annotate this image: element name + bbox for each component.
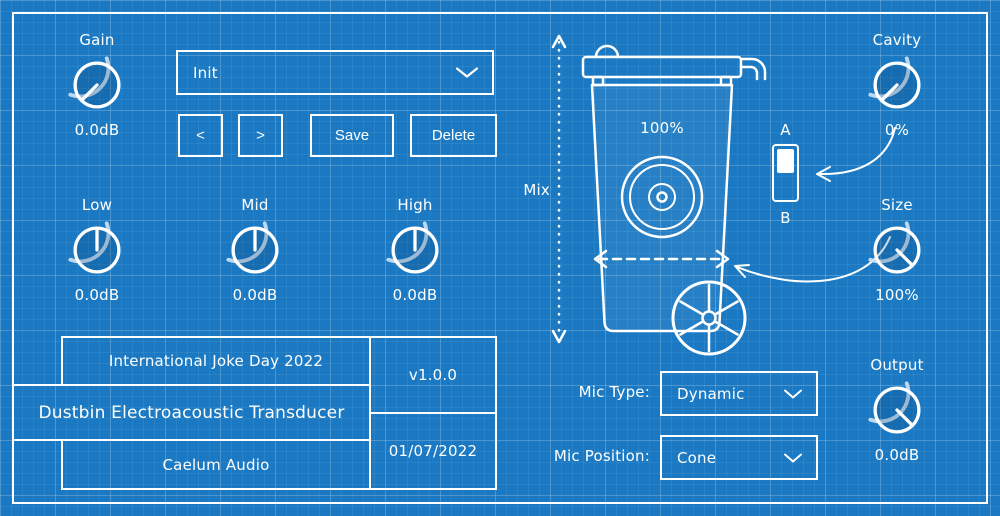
output-dial[interactable]: [862, 375, 932, 445]
cavity-value: 0%: [884, 121, 910, 139]
size-value: 100%: [875, 286, 919, 304]
mic-position-label: Mic Position:: [553, 447, 650, 465]
high-value: 0.0dB: [392, 286, 438, 304]
mid-value: 0.0dB: [232, 286, 278, 304]
preset-delete-button[interactable]: Delete: [410, 114, 497, 157]
output-value: 0.0dB: [874, 446, 920, 464]
preset-selector[interactable]: Init: [176, 50, 494, 95]
output-knob: Output 0.0dB: [842, 356, 952, 464]
chevron-down-icon: [784, 389, 802, 398]
preset-save-button[interactable]: Save: [310, 114, 394, 157]
info-company-cell: Caelum Audio: [61, 439, 371, 490]
low-value: 0.0dB: [74, 286, 120, 304]
mid-dial[interactable]: [220, 215, 290, 285]
mix-value: 100%: [640, 119, 684, 137]
mic-position-value: Cone: [677, 448, 717, 467]
preset-name: Init: [193, 63, 218, 82]
size-knob: Size 100%: [842, 196, 952, 304]
output-label: Output: [870, 356, 924, 374]
cavity-dial[interactable]: [862, 50, 932, 120]
bin-drawing: [581, 44, 767, 333]
preset-next-button[interactable]: >: [238, 114, 283, 157]
info-product-cell: Dustbin Electroacoustic Transducer: [12, 384, 371, 441]
mid-knob: Mid 0.0dB: [200, 196, 310, 304]
high-knob: High 0.0dB: [360, 196, 470, 304]
low-knob: Low 0.0dB: [42, 196, 152, 304]
width-arrow: [593, 249, 730, 269]
cavity-knob: Cavity 0%: [842, 31, 952, 139]
low-dial[interactable]: [62, 215, 132, 285]
chevron-down-icon: [455, 66, 479, 78]
high-label: High: [397, 196, 433, 214]
info-version-cell: v1.0.0: [369, 336, 497, 414]
cavity-label: Cavity: [872, 31, 922, 49]
info-event-cell: International Joke Day 2022: [61, 336, 371, 386]
wheel-icon: [671, 280, 747, 356]
chevron-down-icon: [784, 453, 802, 462]
mid-label: Mid: [241, 196, 269, 214]
mic-type-label: Mic Type:: [578, 383, 650, 401]
gain-knob: Gain 0.0dB: [42, 31, 152, 139]
gain-label: Gain: [79, 31, 115, 49]
size-label: Size: [881, 196, 913, 214]
mic-type-value: Dynamic: [677, 384, 745, 403]
mix-arrow: [551, 34, 567, 344]
mic-position-dropdown[interactable]: Cone: [660, 435, 818, 480]
ab-switch-thumb[interactable]: [777, 149, 794, 173]
low-label: Low: [81, 196, 113, 214]
ab-switch-b-label: B: [780, 209, 791, 227]
ab-switch[interactable]: [772, 144, 799, 202]
info-date-cell: 01/07/2022: [369, 412, 497, 490]
high-dial[interactable]: [380, 215, 450, 285]
mix-label: Mix: [523, 181, 550, 199]
mic-type-dropdown[interactable]: Dynamic: [660, 371, 818, 416]
preset-prev-button[interactable]: <: [178, 114, 223, 157]
gain-dial[interactable]: [62, 50, 132, 120]
size-dial[interactable]: [862, 215, 932, 285]
ab-switch-a-label: A: [780, 121, 791, 139]
gain-value: 0.0dB: [74, 121, 120, 139]
speaker-icon: [620, 155, 704, 239]
